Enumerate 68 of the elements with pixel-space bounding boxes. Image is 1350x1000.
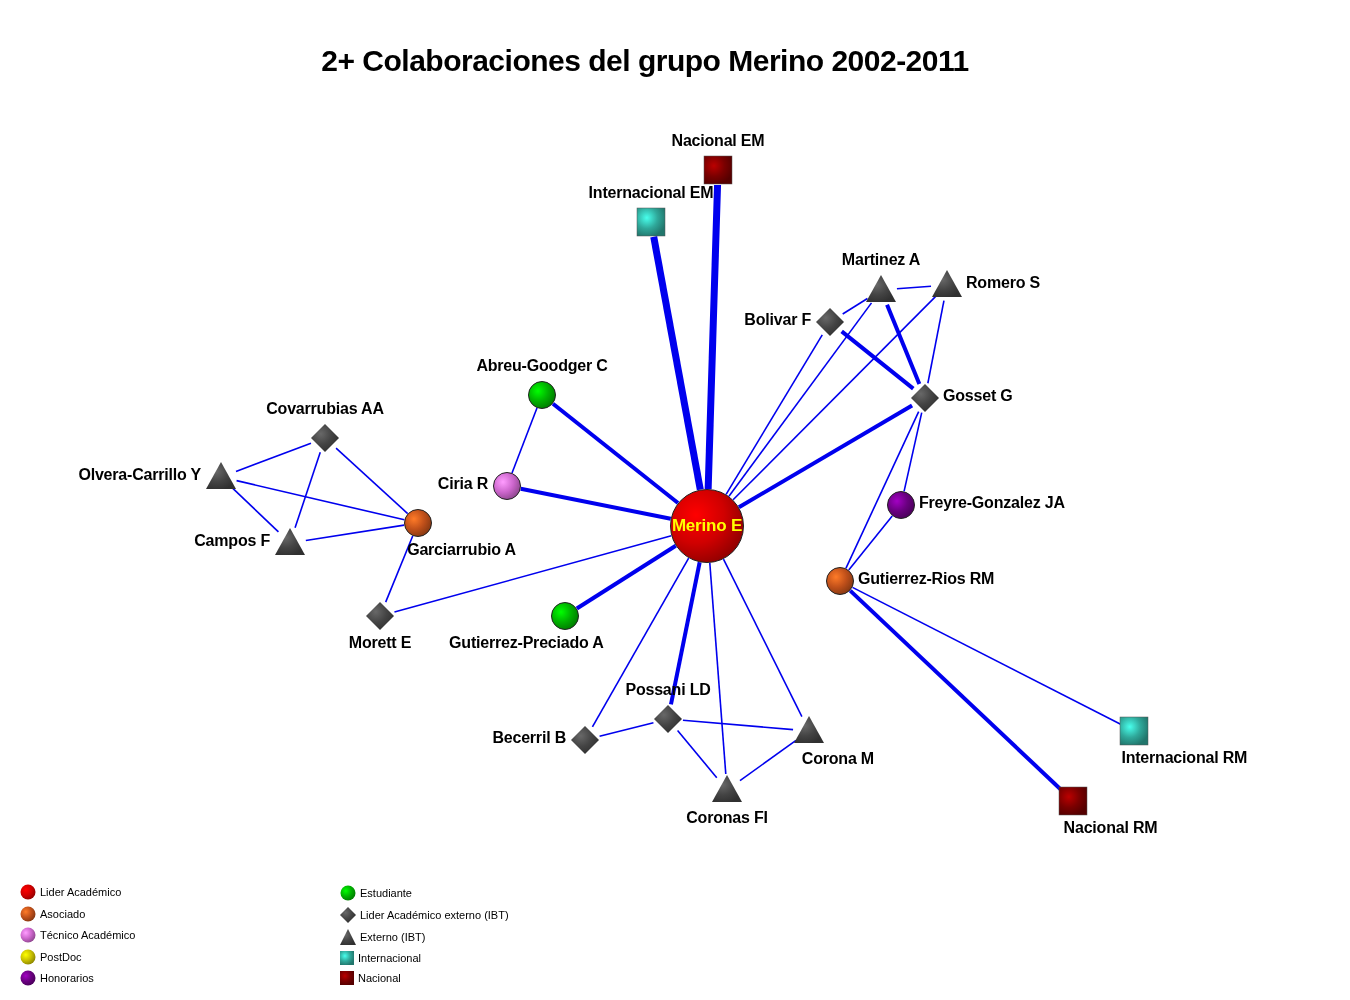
connector-line xyxy=(520,486,672,521)
connector-line xyxy=(393,535,673,613)
connector-line xyxy=(737,403,914,509)
connector-line xyxy=(235,442,312,473)
legend-label: Asociado xyxy=(40,908,86,920)
legend-label: Técnico Académico xyxy=(40,929,136,941)
connector-line xyxy=(231,487,280,533)
connector-line xyxy=(682,719,794,731)
connector-line xyxy=(845,410,920,570)
legend-label: Lider Académico externo (IBT) xyxy=(360,909,509,921)
node-label: Bolivar F xyxy=(744,311,811,330)
connector-line xyxy=(551,402,680,505)
connector-line xyxy=(305,524,405,542)
connector-line xyxy=(840,329,915,391)
node-label: Becerril B xyxy=(492,729,566,748)
connector-line xyxy=(739,739,797,782)
node-label: Merino E xyxy=(671,516,743,536)
node-label: Internacional RM xyxy=(1121,749,1248,767)
node-label: Gutierrez-Rios RM xyxy=(858,570,995,589)
connector-line xyxy=(384,535,414,603)
connector-line xyxy=(847,515,894,571)
node-label: Campos F xyxy=(194,532,270,551)
connector-line xyxy=(841,297,869,315)
node-label: Internacional EM xyxy=(588,184,714,202)
node-label: Romero S xyxy=(966,274,1040,293)
node-label: Nacional RM xyxy=(1063,819,1158,837)
connector-line xyxy=(669,561,702,705)
legend-label: PostDoc xyxy=(40,951,82,963)
connector-line xyxy=(704,184,722,490)
connector-line xyxy=(511,407,538,474)
node-label: Covarrubias AA xyxy=(266,400,384,418)
node-label: Coronas FI xyxy=(686,809,768,827)
node-label: Gosset G xyxy=(943,387,1013,406)
legend-label: Estudiante xyxy=(360,887,412,899)
legend-label: Internacional xyxy=(358,952,421,964)
connector-line xyxy=(598,721,655,738)
node-label: Gutierrez-Preciado A xyxy=(449,634,604,652)
connector-line xyxy=(725,334,824,496)
connector-line xyxy=(709,562,727,775)
connector-line xyxy=(650,236,704,491)
node-label: Corona M xyxy=(801,750,874,768)
node-label: Garciarrubio A xyxy=(407,541,516,559)
connector-line xyxy=(732,295,937,501)
legend-label: Honorarios xyxy=(40,972,94,984)
connector-line xyxy=(728,302,873,498)
legend-label: Nacional xyxy=(358,972,401,984)
connector-line xyxy=(851,586,1122,725)
node-label: Morett E xyxy=(348,634,412,652)
connector-line xyxy=(676,729,718,779)
legend-label: Externo (IBT) xyxy=(360,931,426,943)
connector-line xyxy=(335,447,409,515)
connector-line xyxy=(294,451,322,529)
node-label: Abreu-Goodger C xyxy=(476,357,608,375)
node-label: Nacional EM xyxy=(671,132,765,150)
legend-label: Lider Académico xyxy=(40,886,122,898)
connector-line xyxy=(235,479,406,521)
connector-line xyxy=(885,304,922,385)
node-label: Freyre-Gonzalez JA xyxy=(919,494,1065,513)
chart-title: 2+ Colaboraciones del grupo Merino 2002-2011 xyxy=(320,44,970,78)
node-label: Martinez A xyxy=(841,251,921,269)
connector-line xyxy=(896,285,932,290)
connector-line xyxy=(722,558,803,718)
connector-line xyxy=(927,299,945,385)
connector-line xyxy=(591,557,690,728)
connector-line xyxy=(575,544,677,611)
node-label: Ciria R xyxy=(437,475,488,494)
connector-line xyxy=(903,411,923,493)
node-label: Olvera-Carrillo Y xyxy=(78,466,201,485)
